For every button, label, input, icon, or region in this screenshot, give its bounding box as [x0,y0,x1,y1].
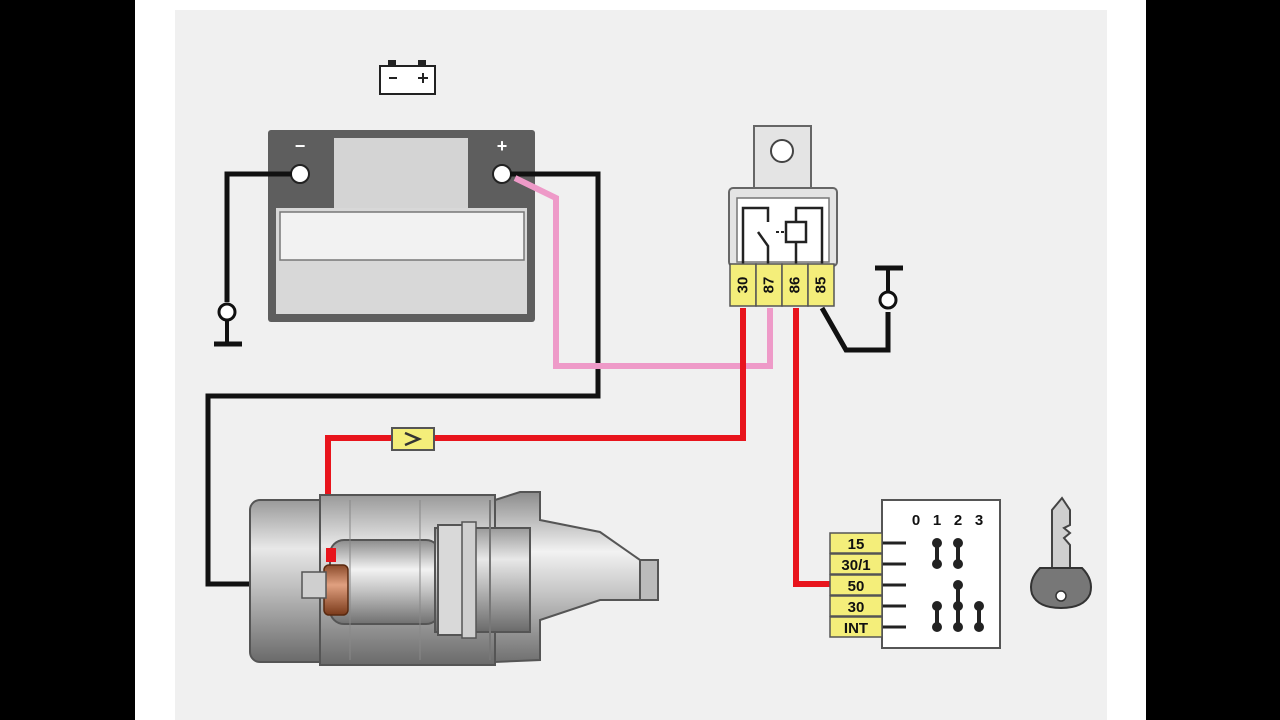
battery-symbol-icon [379,60,436,95]
fuse-icon [391,427,435,451]
ignition-terminal-50-label: 50 [848,578,865,595]
ignition-terminal-30: 30 [829,595,883,617]
battery-plus-label: + [497,136,508,156]
wire-red-relay30-to-fuse [432,308,746,441]
ignition-terminal-15: 15 [829,532,883,554]
battery-positive-terminal [492,164,512,184]
relay-pin-30: 30 [729,263,757,307]
relay-pin-86-label: 86 [787,277,804,294]
ignition-position-2: 2 [954,512,962,529]
ground-right-icon [819,265,903,353]
wire-pink-battery-to-relay-87 [513,175,773,369]
wire-battery-to-starter [205,171,601,587]
relay-pin-87: 87 [755,263,783,307]
battery-minus-label: − [295,136,306,156]
ignition-position-3: 3 [975,512,983,529]
relay-pin-30-label: 30 [735,277,752,294]
ignition-switch: 0 1 2 3 15 30/1 [829,499,1001,649]
relay: 30 87 86 85 [728,125,838,307]
battery: − + [268,130,535,322]
ignition-terminal-15-label: 15 [848,536,865,553]
ignition-terminal-int: INT [829,616,883,638]
relay-pin-85: 85 [807,263,835,307]
ignition-position-0: 0 [912,512,920,529]
ignition-terminal-30-1-label: 30/1 [841,557,870,574]
battery-negative-terminal [290,164,310,184]
relay-pin-85-label: 85 [813,277,830,294]
ignition-terminal-30-1: 30/1 [829,553,883,575]
wire-red-relay86-to-ignition50 [793,308,832,587]
ignition-position-1: 1 [933,512,941,529]
ignition-terminal-50: 50 [829,574,883,596]
starter-motor [249,491,659,666]
ground-left-icon [214,171,292,347]
relay-pin-87-label: 87 [761,277,778,294]
ignition-terminal-30-label: 30 [848,599,865,616]
ignition-terminal-int-label: INT [844,620,868,637]
relay-pin-86: 86 [781,263,809,307]
key-icon [1030,496,1092,610]
